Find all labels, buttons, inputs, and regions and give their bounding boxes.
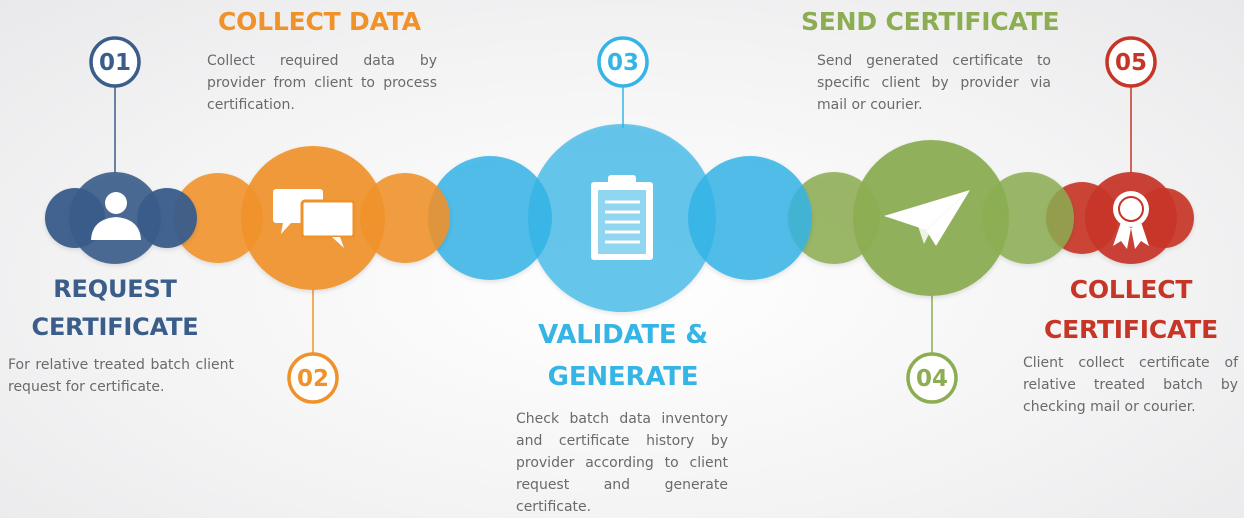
svg-text:02: 02	[297, 366, 329, 392]
step-title-03-line-2: GENERATE	[547, 362, 699, 392]
step-description-04: Send generated certificate to specific c…	[817, 53, 1051, 113]
step-title-05: COLLECT CERTIFICATE	[1018, 270, 1244, 350]
step-description-01: For relative treated batch client reques…	[8, 357, 234, 395]
step-number-badge-01: 01	[89, 36, 141, 88]
step-number-badge-04: 04	[906, 352, 958, 404]
step-title-05-line-2: CERTIFICATE	[1044, 315, 1218, 344]
step-number-badge-03: 03	[597, 36, 649, 88]
step-description-05: Client collect certificate of relative t…	[1023, 355, 1238, 415]
step-title-04: SEND CERTIFICATE	[801, 7, 1060, 36]
step-title-02: COLLECT DATA	[218, 7, 421, 36]
step-number-badge-02: 02	[287, 352, 339, 404]
step-title-03: VALIDATE & GENERATE	[510, 314, 736, 398]
svg-text:01: 01	[99, 50, 131, 76]
step-description-03: Check batch data inventory and certifica…	[516, 411, 728, 515]
step-title-01-line-2: CERTIFICATE	[31, 313, 199, 341]
step-title-01-line-1: REQUEST	[53, 275, 177, 303]
svg-text:03: 03	[607, 50, 639, 76]
svg-text:04: 04	[916, 366, 948, 392]
award-ribbon-icon	[1113, 191, 1149, 249]
clipboard-icon	[591, 175, 653, 260]
circle-group-03	[428, 124, 812, 312]
step-number-badge-05: 05	[1105, 36, 1157, 88]
step-description-02: Collect required data by provider from c…	[207, 53, 437, 113]
chat-bubbles-icon	[273, 189, 356, 248]
svg-text:05: 05	[1115, 50, 1147, 76]
step-title-01: REQUEST CERTIFICATE	[10, 270, 220, 346]
user-icon	[91, 192, 141, 240]
paper-plane-icon	[884, 190, 970, 246]
step-title-03-line-1: VALIDATE &	[538, 320, 708, 350]
step-title-05-line-1: COLLECT	[1069, 275, 1193, 304]
